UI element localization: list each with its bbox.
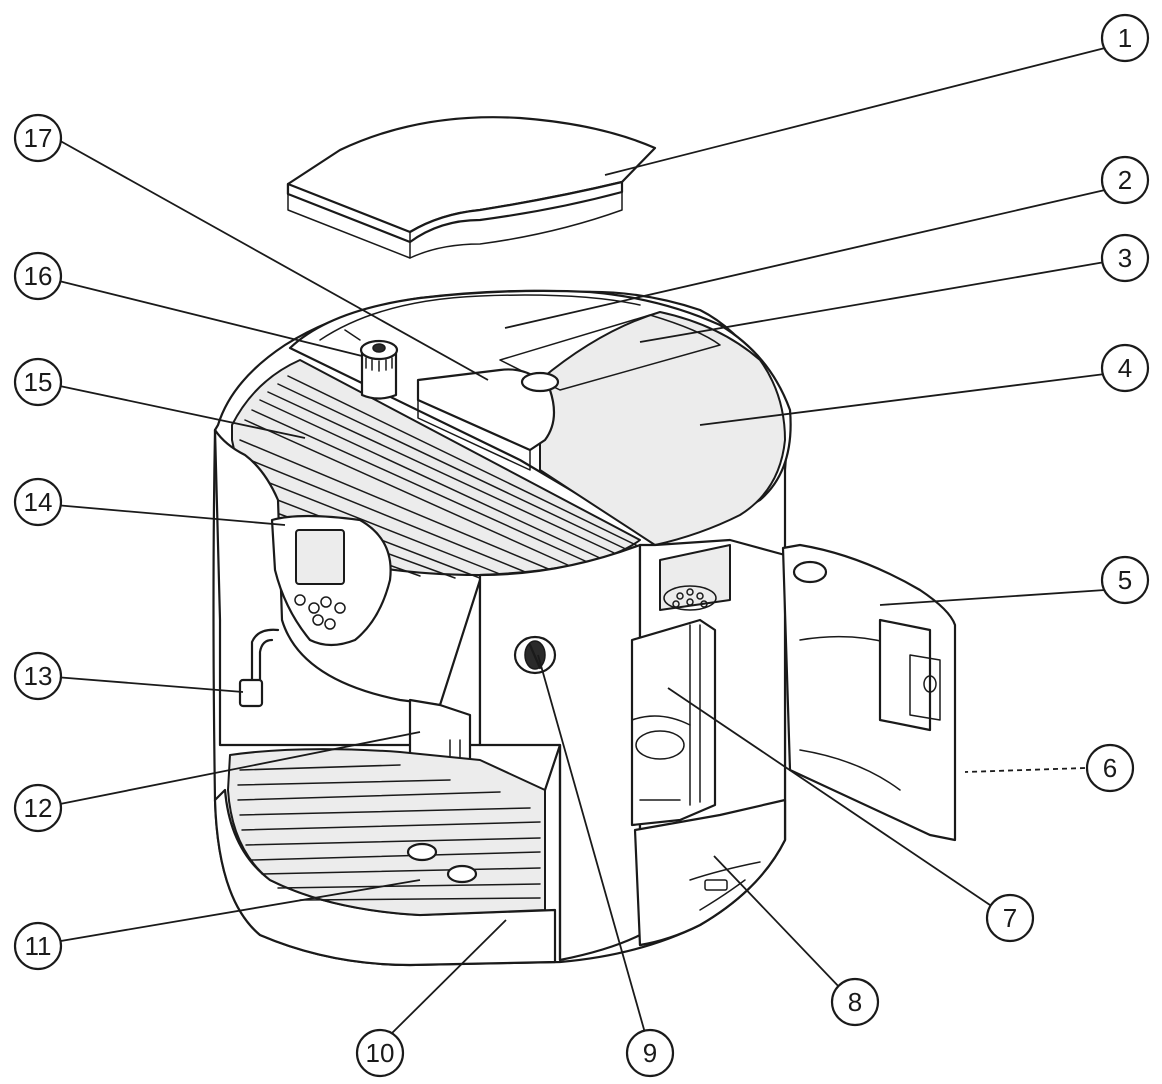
svg-text:13: 13: [24, 661, 53, 691]
callout-14: 14: [13, 477, 63, 527]
callout-6: 6: [1085, 743, 1135, 793]
svg-text:14: 14: [24, 487, 53, 517]
callout-15: 15: [13, 357, 63, 407]
svg-text:9: 9: [643, 1038, 657, 1068]
callout-12: 12: [13, 783, 63, 833]
svg-text:16: 16: [24, 261, 53, 291]
svg-text:8: 8: [848, 987, 862, 1017]
svg-text:17: 17: [24, 123, 53, 153]
svg-text:2: 2: [1118, 165, 1132, 195]
svg-text:3: 3: [1118, 243, 1132, 273]
svg-text:4: 4: [1118, 353, 1132, 383]
machine-body: [212, 289, 957, 967]
callout-1: 1: [1100, 13, 1150, 63]
callout-8: 8: [830, 977, 880, 1027]
svg-text:10: 10: [366, 1038, 395, 1068]
svg-text:1: 1: [1118, 23, 1132, 53]
svg-text:5: 5: [1118, 565, 1132, 595]
callout-2: 2: [1100, 155, 1150, 205]
drip-tray-slats: [237, 764, 541, 901]
callout-17: 17: [13, 113, 63, 163]
svg-text:6: 6: [1103, 753, 1117, 783]
callout-10: 10: [355, 1028, 405, 1078]
svg-text:7: 7: [1003, 903, 1017, 933]
callout-13: 13: [13, 651, 63, 701]
callout-5: 5: [1100, 555, 1150, 605]
callout-16: 16: [13, 251, 63, 301]
svg-text:11: 11: [25, 931, 52, 961]
grind-adjust-knob: [344, 329, 399, 400]
leader-lines: [54, 47, 1106, 1041]
svg-text:12: 12: [24, 793, 53, 823]
callout-3: 3: [1100, 233, 1150, 283]
callout-4: 4: [1100, 343, 1150, 393]
callout-11: 11: [13, 921, 63, 971]
svg-text:15: 15: [24, 367, 53, 397]
callout-9: 9: [625, 1028, 675, 1078]
bean-container-lid: [286, 116, 657, 259]
callout-7: 7: [985, 893, 1035, 943]
